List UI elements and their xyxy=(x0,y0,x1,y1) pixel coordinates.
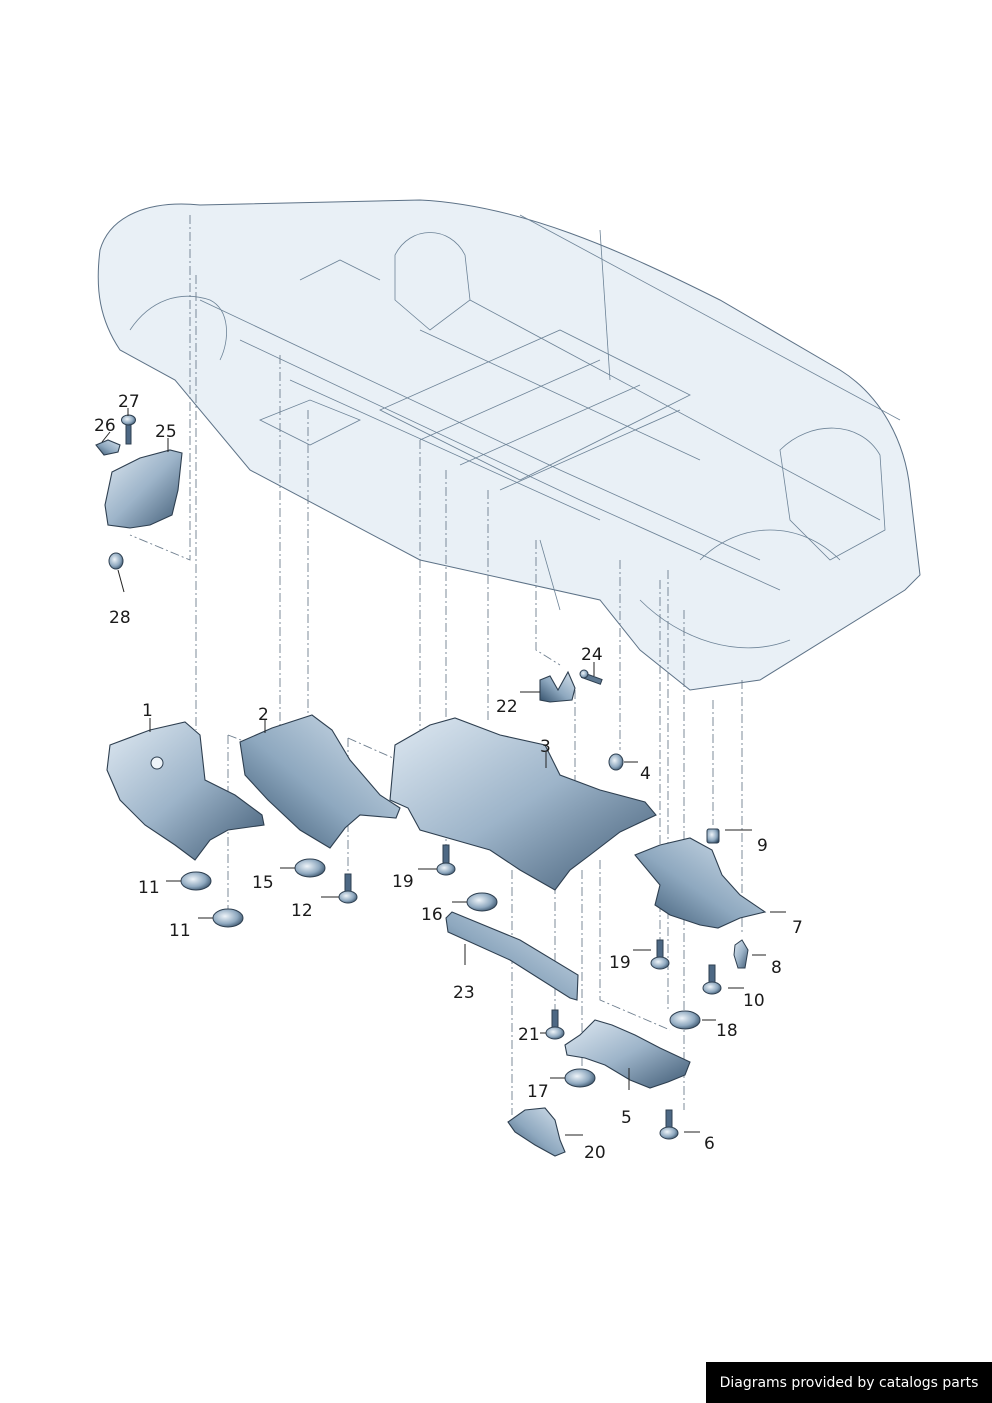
part-19-bolt-a xyxy=(436,844,456,876)
callout-11b: 11 xyxy=(169,921,191,941)
part-18-washer xyxy=(669,1010,701,1030)
part-24-clip xyxy=(579,669,603,685)
callout-19b: 19 xyxy=(609,953,631,973)
callout-5: 5 xyxy=(621,1108,632,1128)
part-16-washer xyxy=(466,892,498,912)
callout-18: 18 xyxy=(716,1021,738,1041)
part-22-bracket xyxy=(539,670,576,703)
callout-8: 8 xyxy=(771,958,782,978)
callout-20: 20 xyxy=(584,1143,606,1163)
part-3-underbody-panel xyxy=(389,717,657,891)
part-4-clip xyxy=(608,753,624,771)
part-11-washer-b xyxy=(212,908,244,928)
callout-4: 4 xyxy=(640,764,651,784)
part-19-bolt-b xyxy=(650,939,670,970)
part-5-underbody-panel xyxy=(564,1019,691,1089)
callout-9: 9 xyxy=(757,836,768,856)
part-20-bracket xyxy=(507,1107,566,1157)
callout-12: 12 xyxy=(291,901,313,921)
part-6-bolt xyxy=(659,1109,679,1140)
part-1-hole xyxy=(150,756,164,770)
vehicle-underbody xyxy=(97,199,921,691)
attribution-footer: Diagrams provided by catalogs parts xyxy=(706,1362,992,1403)
callout-15: 15 xyxy=(252,873,274,893)
callout-19a: 19 xyxy=(392,872,414,892)
callout-11a: 11 xyxy=(138,878,160,898)
part-28-clip xyxy=(108,552,124,570)
part-11-washer-a xyxy=(180,871,212,891)
part-23-seal-strip xyxy=(445,911,579,1001)
part-7-underbody-panel xyxy=(634,837,767,929)
callout-3: 3 xyxy=(540,737,551,757)
part-27-bolt xyxy=(121,414,136,445)
attribution-text: Diagrams provided by catalogs parts xyxy=(719,1374,979,1391)
callout-26: 26 xyxy=(94,416,116,436)
callout-27: 27 xyxy=(118,392,140,412)
callout-21: 21 xyxy=(518,1025,540,1045)
callout-22: 22 xyxy=(496,697,518,717)
part-26-nut xyxy=(95,439,121,456)
callout-16: 16 xyxy=(421,905,443,925)
callout-24: 24 xyxy=(581,645,603,665)
part-9-nut xyxy=(706,828,720,844)
callout-23: 23 xyxy=(453,983,475,1003)
part-1-underbody-panel xyxy=(106,721,265,861)
part-21-bolt xyxy=(545,1009,565,1040)
callout-2: 2 xyxy=(258,705,269,725)
callout-labels: 1 2 3 4 5 6 7 8 9 10 11 11 12 15 16 17 1… xyxy=(94,392,803,1163)
part-15-washer xyxy=(294,858,326,878)
callout-10: 10 xyxy=(743,991,765,1011)
callout-7: 7 xyxy=(792,918,803,938)
part-12-bolt xyxy=(338,873,358,904)
part-17-washer xyxy=(564,1068,596,1088)
callout-6: 6 xyxy=(704,1134,715,1154)
part-8-clip xyxy=(733,939,749,969)
callout-1: 1 xyxy=(142,701,153,721)
leader-lines xyxy=(101,408,786,1136)
part-10-bolt xyxy=(702,964,722,995)
part-2-underbody-panel xyxy=(239,714,401,849)
callout-17: 17 xyxy=(527,1082,549,1102)
callout-28: 28 xyxy=(109,608,131,628)
callout-25: 25 xyxy=(155,422,177,442)
part-25-heat-shield xyxy=(104,449,183,529)
